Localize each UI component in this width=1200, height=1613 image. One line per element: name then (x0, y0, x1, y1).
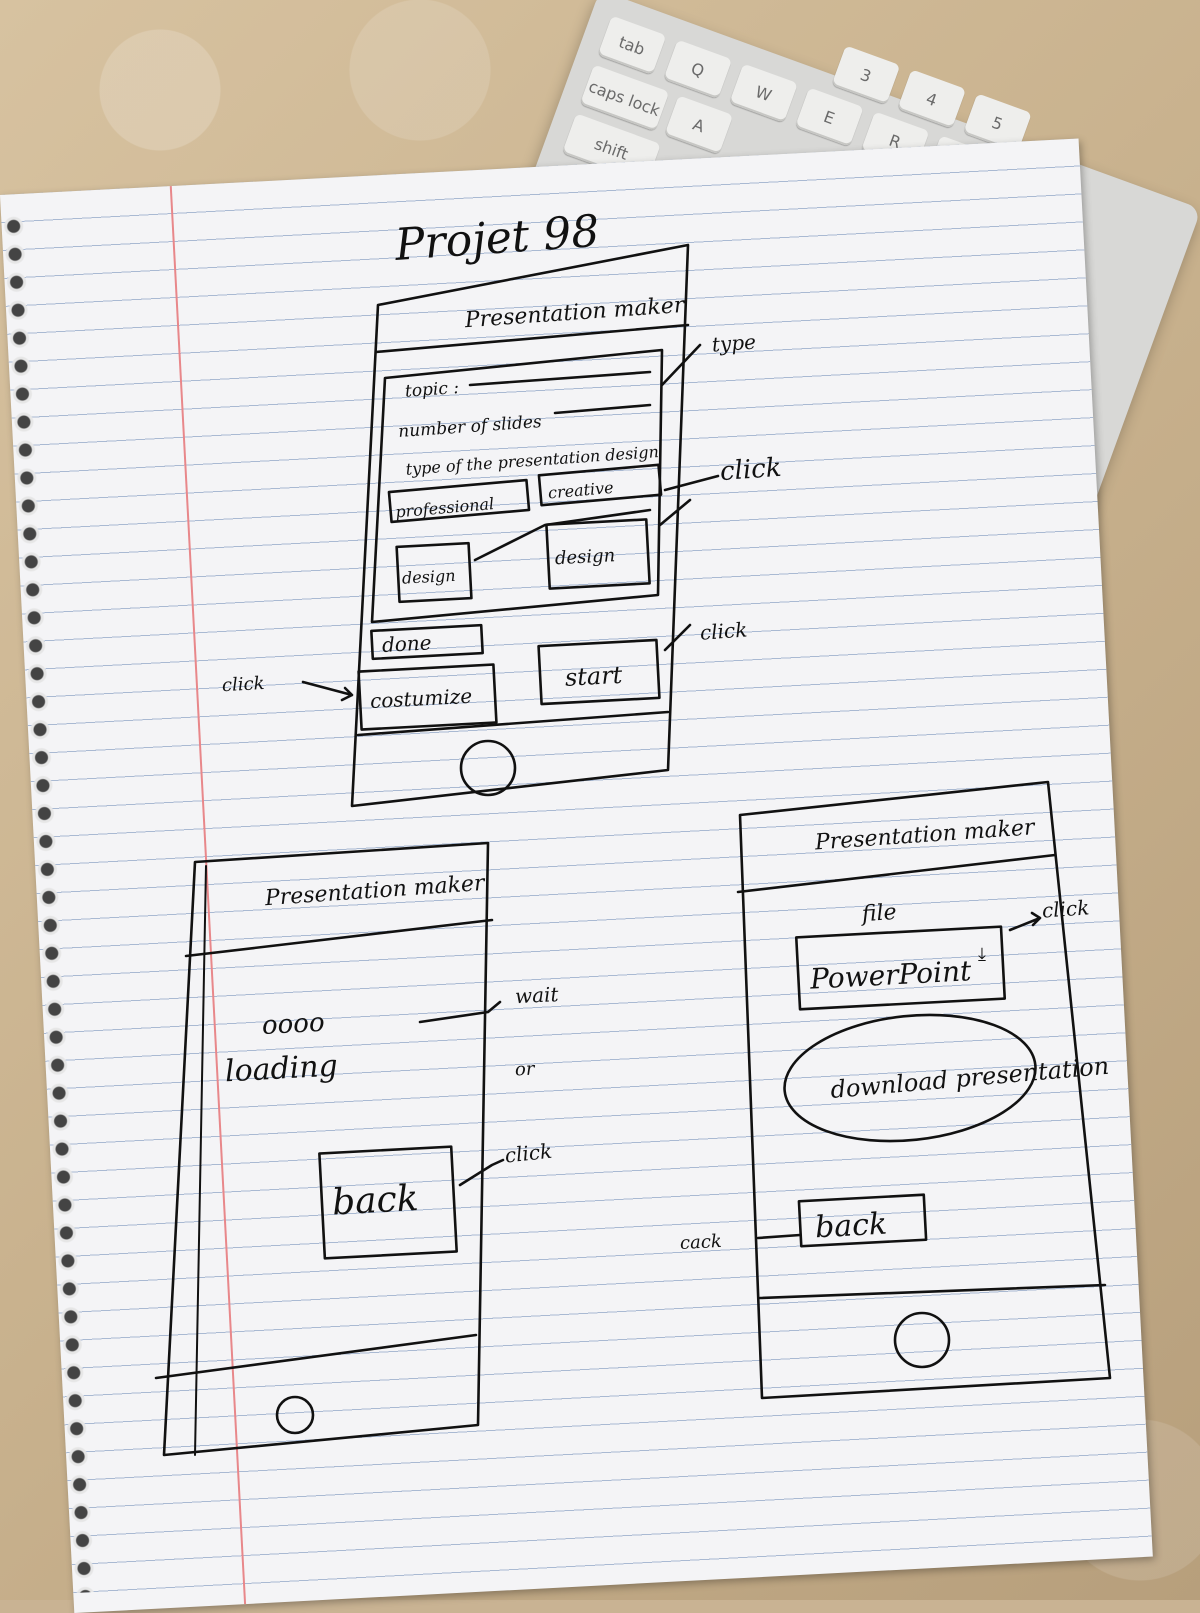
design-left-box (395, 541, 473, 604)
back-button-label-3: back (814, 1207, 888, 1246)
start-button-box (537, 638, 661, 706)
start-button-label: start (564, 661, 623, 692)
done-button-box (370, 623, 484, 661)
screen1-header-divider (374, 323, 690, 354)
annotation-click-file: click (1041, 895, 1090, 922)
annotation-or: or (514, 1058, 536, 1080)
screen3-bottom-divider (758, 1283, 1107, 1300)
done-button-label: done (381, 630, 432, 657)
download-button-label: download presentation (829, 1052, 1110, 1104)
customize-button-box (357, 663, 498, 731)
screen3-header: Presentation maker (813, 815, 1037, 855)
option-professional-box (387, 478, 531, 524)
option-creative-box (537, 463, 663, 507)
design-right-label: design (554, 545, 615, 569)
annotation-click-back-result: cack (679, 1231, 722, 1254)
home-button (459, 739, 517, 797)
annotation-click-start: click (699, 617, 748, 644)
file-box (794, 925, 1007, 1011)
annotation-wait: wait (514, 982, 560, 1008)
screen2-bottom-divider (154, 1333, 478, 1380)
screen2-header: Presentation maker (263, 871, 487, 911)
design-type-label: type of the presentation design (405, 442, 659, 479)
design-right-box (545, 518, 651, 590)
screen2-frame (162, 841, 490, 1457)
annotation-click-options: click (719, 453, 782, 487)
download-arrow-icon: ⤓ (978, 944, 986, 965)
design-left-label: design (401, 566, 456, 588)
screen1-frame (350, 243, 690, 808)
annotation-type: type (711, 330, 757, 357)
home-button (893, 1311, 951, 1369)
page-title: Projet 98 (392, 206, 601, 271)
customize-button-label: costumize (369, 684, 472, 713)
file-label: file (859, 900, 897, 928)
screen1-bottom-divider (356, 710, 670, 737)
screen1-form-panel (370, 348, 664, 624)
back-button-box-3 (797, 1193, 928, 1248)
file-name: PowerPoint (808, 954, 973, 995)
slides-label: number of slides (398, 412, 543, 442)
home-button (275, 1395, 315, 1435)
screen3-frame (738, 780, 1112, 1400)
screen2-header-divider (184, 918, 494, 958)
topic-label: topic : (404, 378, 459, 402)
annotation-click-customize: click (221, 673, 265, 696)
loading-dots: oooo (261, 1008, 325, 1041)
loading-text: loading (224, 1049, 339, 1090)
back-button-box-2 (318, 1145, 458, 1260)
back-button-label-2: back (331, 1178, 420, 1223)
download-button-outline (783, 1013, 1037, 1143)
annotation-click-back-loading: click (504, 1139, 554, 1168)
screen3-header-divider (736, 853, 1057, 894)
